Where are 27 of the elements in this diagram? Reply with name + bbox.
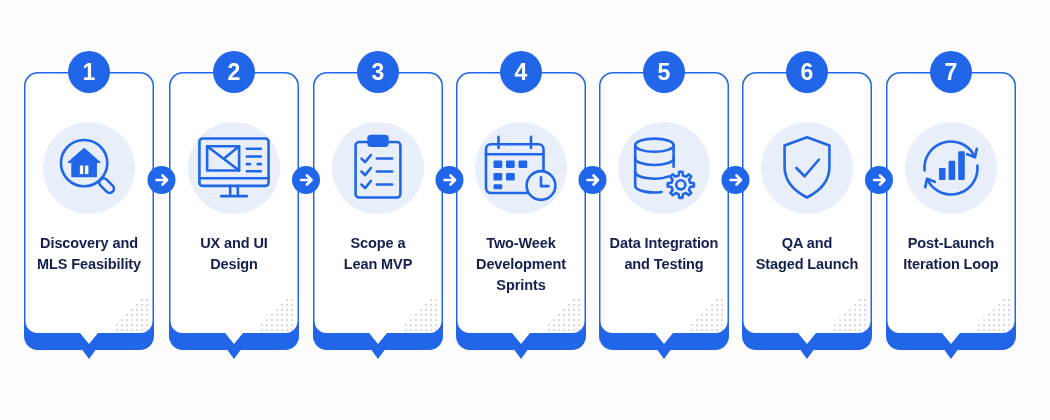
step-card: [169, 51, 299, 359]
arrow-connector: [578, 166, 607, 194]
step-number: 5: [643, 51, 685, 93]
step-title: Scope a Lean MVP: [343, 234, 413, 274]
step-title: QA and Staged Launch: [755, 234, 859, 274]
arrow-connector: [435, 166, 464, 194]
step-number: 4: [500, 51, 542, 93]
step-card: [742, 51, 872, 359]
arrow-connector: [147, 166, 176, 194]
arrow-connector: [292, 166, 320, 194]
step-card: [313, 51, 443, 359]
step-number: 2: [213, 51, 255, 93]
step-card: [599, 51, 729, 359]
arrow-connector: [865, 166, 893, 194]
step-title: Data Integration and Testing: [609, 234, 719, 274]
step-number: 7: [930, 51, 972, 93]
step-title: UX and UI Design: [200, 234, 268, 274]
step-number: 6: [786, 51, 828, 93]
step-number: 1: [68, 51, 110, 93]
step-title: Post-Launch Iteration Loop: [903, 234, 999, 274]
step-title: Discovery and MLS Feasibility: [36, 234, 142, 274]
step-card: [456, 51, 586, 359]
step-card: [24, 51, 154, 359]
arrow-connector: [721, 166, 750, 194]
step-card: [886, 51, 1016, 359]
step-title: Two-Week Development Sprints: [476, 234, 566, 295]
step-number: 3: [357, 51, 399, 93]
